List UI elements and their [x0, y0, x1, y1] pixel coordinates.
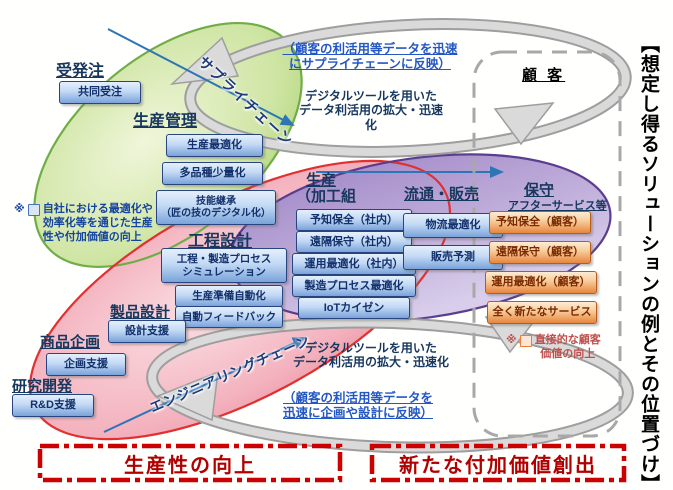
- button-design-support[interactable]: 設計支援: [108, 320, 186, 343]
- button-remote-maintenance-internal[interactable]: 遠隔保守（社内）: [296, 231, 412, 253]
- legend-internal-value-note: ※ 自社における最適化や 効率化等を通じた生産 性や付加価値の向上: [14, 203, 154, 244]
- productivity-frame: [37, 443, 343, 483]
- button-auto-feedback[interactable]: 自動フィードバック: [175, 306, 283, 328]
- customer-dashed-box: [472, 50, 622, 438]
- heading-production: 生産: [306, 172, 337, 189]
- orange-square-icon: [519, 335, 532, 347]
- productivity-improvement-label: 生産性の向上: [124, 454, 256, 477]
- button-high-mix-low-volume[interactable]: 多品種少量化: [162, 162, 263, 185]
- heading-product-planning: 商品企画: [40, 334, 101, 351]
- button-iot-kaizen[interactable]: IoTカイゼン: [298, 297, 410, 319]
- button-predictive-maintenance-internal[interactable]: 予知保全（社内）: [296, 209, 412, 231]
- loop-arrowhead-to-customer-top: [493, 102, 555, 146]
- reference-mark: ※: [14, 203, 25, 215]
- button-logistics-optimization[interactable]: 物流最適化: [403, 213, 503, 238]
- button-process-simulation[interactable]: 工程・製造プロセス シミュレーション: [161, 248, 287, 283]
- note-reflect-to-planning-design: （顧客の利活用等データを 迅速に企画や設計に反映）: [282, 391, 433, 420]
- reference-mark: ※: [506, 334, 517, 346]
- button-joint-order[interactable]: 共同受注: [59, 81, 141, 104]
- vertical-caption: 【想定し得るソリューションの例とその位置づけ】: [638, 34, 659, 490]
- new-value-frame: [369, 443, 627, 483]
- legend-customer-value-note: ※ 直接的な顧客 価値の向上: [506, 334, 616, 362]
- button-production-optimization[interactable]: 生産最適化: [166, 134, 263, 157]
- heading-production-management: 生産管理: [133, 113, 198, 130]
- heading-maintenance: 保守: [524, 182, 555, 199]
- button-operation-optimization-internal[interactable]: 運用最適化（社内）: [292, 253, 416, 275]
- legend-customer-value-text: 直接的な顧客 価値の向上: [534, 334, 601, 360]
- note-digital-tools-bottom: デジタルツールを用いた データ利活用の拡大・迅速化: [292, 341, 449, 370]
- button-new-services[interactable]: 全く新たなサービス: [487, 301, 597, 324]
- heading-order: 受発注: [56, 63, 105, 80]
- button-skill-succession[interactable]: 技能継承 （匠の技のデジタル化）: [156, 190, 276, 225]
- heading-production-line2: （加工組: [296, 188, 357, 205]
- legend-internal-value-text: 自社における最適化や 効率化等を通じた生産 性や付加価値の向上: [42, 203, 153, 243]
- loop-arrowhead-left-bottom: [156, 370, 219, 422]
- note-digital-tools-top: デジタルツールを用いた データ利活用の拡大・迅速化: [298, 89, 443, 132]
- heading-rnd: 研究開発: [12, 378, 73, 395]
- subheading-after-service: アフターサービス等: [508, 200, 607, 212]
- button-rnd-support[interactable]: R&D支援: [12, 394, 94, 417]
- button-predictive-maintenance-customer[interactable]: 予知保全（顧客）: [489, 211, 591, 234]
- blue-square-icon: [27, 204, 40, 216]
- button-planning-support[interactable]: 企画支援: [46, 353, 126, 376]
- customer-label: 顧 客: [522, 67, 566, 84]
- new-added-value-label: 新たな付加価値創出: [399, 454, 597, 477]
- button-manufacturing-process-optimization[interactable]: 製造プロセス最適化: [292, 275, 416, 297]
- button-production-prep-automation[interactable]: 生産準備自動化: [175, 285, 283, 307]
- note-reflect-to-supply-chain: （顧客の利活用等データを迅速 にサプライチェーンに反映）: [282, 42, 458, 71]
- heading-product-design: 製品設計: [110, 304, 171, 321]
- button-remote-maintenance-customer[interactable]: 遠隔保守（顧客）: [489, 241, 591, 264]
- heading-process-design: 工程設計: [188, 233, 253, 250]
- button-sales-forecast[interactable]: 販売予測: [403, 245, 503, 270]
- engineering-chain-arrow: [103, 337, 307, 433]
- heading-distribution-sales: 流通・販売: [404, 186, 480, 203]
- supply-chain-arrow: [107, 28, 295, 126]
- button-operation-optimization-customer[interactable]: 運用最適化（顧客）: [485, 271, 597, 294]
